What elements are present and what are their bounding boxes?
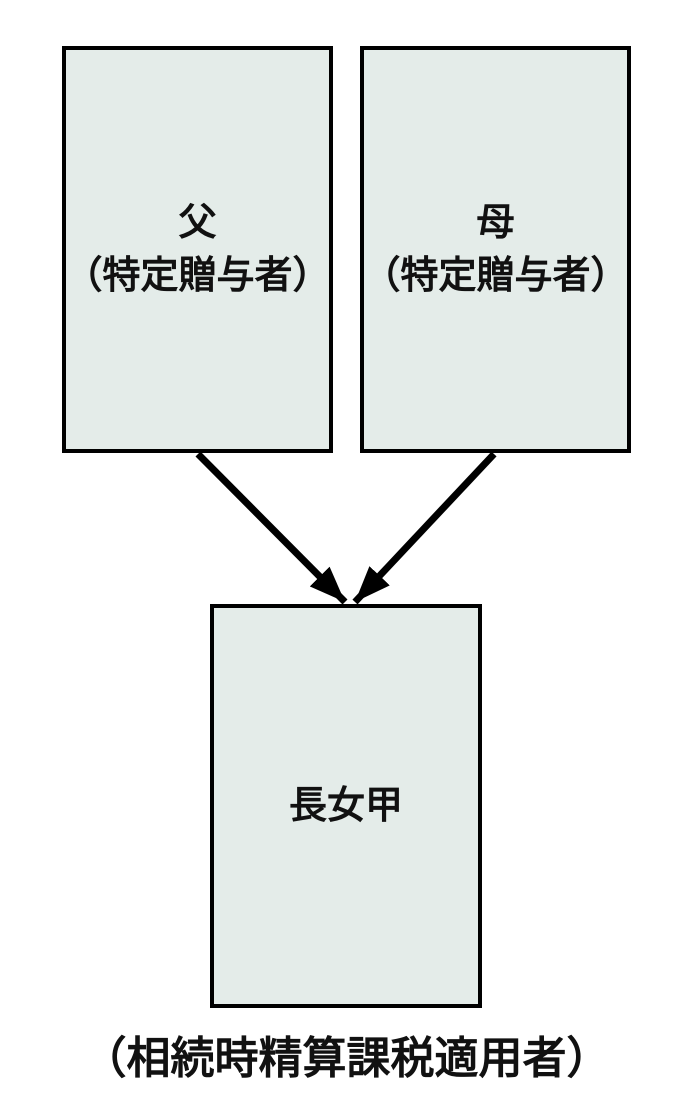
node-mother-role: （特定贈与者） bbox=[362, 254, 629, 297]
diagram-caption: （相続時精算課税適用者） bbox=[82, 1034, 611, 1083]
node-mother: 母 （特定贈与者） bbox=[360, 46, 631, 453]
arrow-mother-to-daughter bbox=[352, 451, 497, 605]
node-daughter: 長女甲 bbox=[210, 604, 482, 1008]
node-father-name: 父 bbox=[178, 202, 217, 245]
node-mother-name: 母 bbox=[476, 202, 515, 245]
node-father: 父 （特定贈与者） bbox=[62, 46, 333, 453]
node-father-role: （特定贈与者） bbox=[64, 254, 331, 297]
arrow-father-to-daughter bbox=[195, 451, 348, 605]
node-daughter-name: 長女甲 bbox=[288, 784, 403, 827]
